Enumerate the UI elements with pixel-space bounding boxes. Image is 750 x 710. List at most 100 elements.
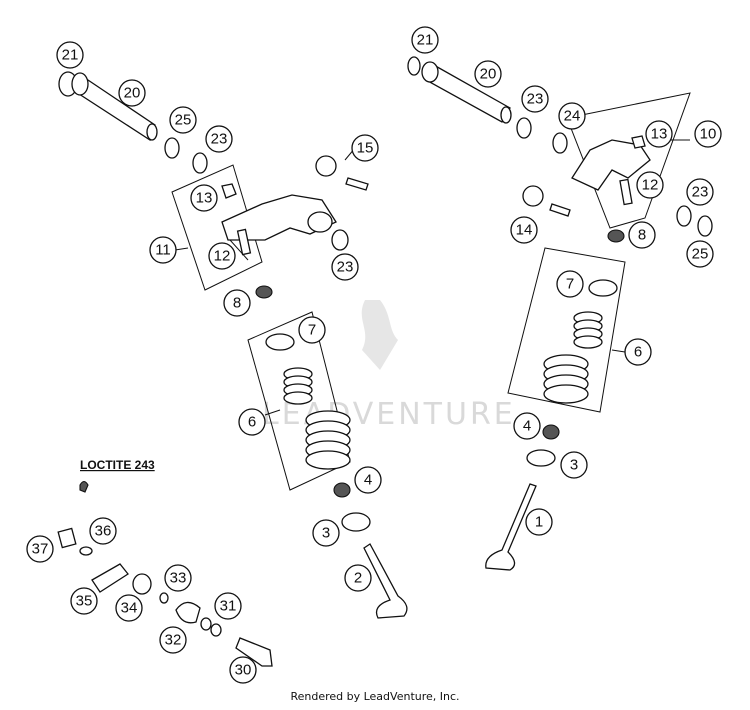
svg-text:23: 23 <box>527 91 544 108</box>
callout-30: 30 <box>229 656 257 684</box>
callout-3-right: 3 <box>560 451 588 479</box>
svg-text:6: 6 <box>248 414 256 431</box>
callout-12-right: 12 <box>636 171 664 199</box>
svg-text:15: 15 <box>357 140 374 157</box>
svg-text:21: 21 <box>417 32 434 49</box>
valve-keeper-part <box>607 229 625 243</box>
leader-lines <box>174 139 690 416</box>
svg-text:10: 10 <box>700 126 717 143</box>
valve-spring-inner-part <box>283 367 313 405</box>
callout-4-left: 4 <box>354 466 382 494</box>
callout-37: 37 <box>26 535 54 563</box>
rocker-arm-group-box-left <box>171 164 263 291</box>
callout-7-left: 7 <box>298 316 326 344</box>
svg-text:35: 35 <box>76 593 93 610</box>
callout-23-left-mid: 23 <box>331 253 359 281</box>
nut-part <box>221 183 237 199</box>
callout-36: 36 <box>89 517 117 545</box>
svg-text:1: 1 <box>535 514 543 531</box>
callout-25-right: 25 <box>686 240 714 268</box>
svg-text:8: 8 <box>233 295 241 312</box>
svg-text:3: 3 <box>322 525 330 542</box>
callout-13-left: 13 <box>190 184 218 212</box>
callout-23-right-mid: 23 <box>686 178 714 206</box>
svg-text:4: 4 <box>523 418 531 435</box>
callout-15: 15 <box>351 134 379 162</box>
valve-spring-group-box-right <box>507 247 626 413</box>
washer-part <box>552 132 568 154</box>
svg-text:7: 7 <box>308 322 316 339</box>
roller-part <box>522 185 544 207</box>
bearing-part <box>132 573 152 595</box>
callout-3-left: 3 <box>312 519 340 547</box>
valve-stem-seal-part <box>333 482 351 498</box>
svg-text:25: 25 <box>175 112 192 129</box>
svg-text:23: 23 <box>692 184 709 201</box>
callout-14: 14 <box>510 216 538 244</box>
svg-text:13: 13 <box>196 190 213 207</box>
svg-text:34: 34 <box>121 600 138 617</box>
callout-24: 24 <box>558 102 586 130</box>
callout-25-left: 25 <box>169 106 197 134</box>
callout-32: 32 <box>159 626 187 654</box>
spring-part <box>175 601 201 624</box>
callout-34: 34 <box>115 594 143 622</box>
svg-text:21: 21 <box>62 47 79 64</box>
rocker-shaft-tip <box>500 106 512 124</box>
callout-35: 35 <box>70 587 98 615</box>
adjuster-screw-part <box>236 228 252 256</box>
valve-stem-seal-part <box>542 424 560 440</box>
callout-20-left: 20 <box>118 79 146 107</box>
callout-8-left: 8 <box>223 289 251 317</box>
washer-part <box>200 617 212 631</box>
shaft-part <box>235 637 273 667</box>
spring-retainer-part <box>265 333 295 351</box>
callout-31: 31 <box>214 592 242 620</box>
roller-pin-part <box>345 177 369 191</box>
callout-6-left: 6 <box>238 408 266 436</box>
plug-part <box>57 527 77 549</box>
watermark-flame-icon <box>361 300 398 370</box>
callout-23-left-top: 23 <box>205 125 233 153</box>
svg-text:4: 4 <box>364 472 372 489</box>
svg-text:23: 23 <box>211 131 228 148</box>
o-ring-part <box>407 56 421 76</box>
rocker-shaft-tip <box>146 123 158 141</box>
svg-text:33: 33 <box>170 570 187 587</box>
rocker-arm-bore <box>307 211 333 233</box>
svg-text:23: 23 <box>337 259 354 276</box>
svg-text:2: 2 <box>354 570 362 587</box>
svg-text:24: 24 <box>564 108 581 125</box>
svg-text:36: 36 <box>95 523 112 540</box>
lever-part <box>91 563 129 593</box>
callout-4-right: 4 <box>513 412 541 440</box>
intake-valve-part <box>485 483 537 571</box>
svg-text:30: 30 <box>235 662 252 679</box>
callout-10: 10 <box>694 120 722 148</box>
valve-spring-outer-part <box>543 354 589 404</box>
callout-33: 33 <box>164 564 192 592</box>
washer-part <box>79 546 93 556</box>
loctite-note: LOCTITE 243 <box>80 458 155 472</box>
loctite-drop-icon <box>79 480 89 493</box>
callout-6-right: 6 <box>624 338 652 366</box>
svg-text:12: 12 <box>214 248 231 265</box>
valve-keeper-part <box>255 285 273 299</box>
svg-text:12: 12 <box>642 177 659 194</box>
callout-7-right: 7 <box>556 270 584 298</box>
spring-retainer-part <box>588 279 618 297</box>
washer-part <box>192 152 208 174</box>
callout-2: 2 <box>344 564 372 592</box>
callout-8-right: 8 <box>628 221 656 249</box>
valve-spring-outer-part <box>305 410 351 470</box>
svg-text:37: 37 <box>32 541 49 558</box>
rocker-arm-group-box-right <box>566 92 691 229</box>
svg-text:31: 31 <box>220 598 237 615</box>
svg-text:6: 6 <box>634 344 642 361</box>
adjuster-screw-part <box>619 178 633 206</box>
valve-spring-inner-part <box>573 311 603 349</box>
washer-part <box>676 205 692 227</box>
callout-1: 1 <box>525 508 553 536</box>
spring-seat-washer-part <box>341 512 371 532</box>
